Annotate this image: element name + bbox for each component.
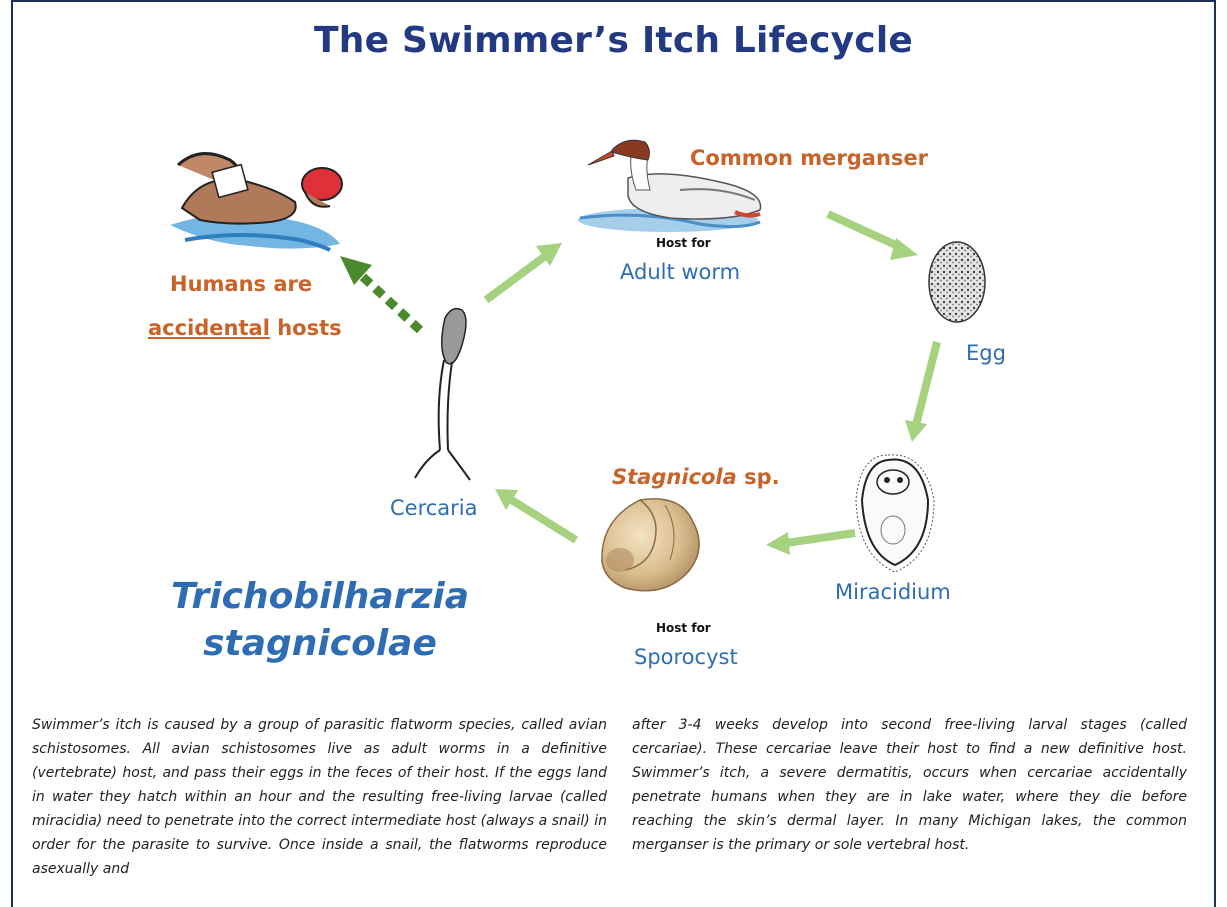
snail-name-label: Stagnicola sp. bbox=[612, 465, 780, 489]
egg-label: Egg bbox=[966, 341, 1006, 365]
cercaria-label: Cercaria bbox=[390, 496, 478, 520]
arrow-miracidium-to-snail bbox=[766, 532, 855, 555]
species-name: Trichobilharzia stagnicolae bbox=[140, 573, 500, 667]
snail-host-for-label: Host for bbox=[656, 621, 711, 635]
accidental-word: accidental bbox=[148, 316, 270, 340]
hosts-word: hosts bbox=[270, 316, 342, 340]
humans-label-line2: accidental hosts bbox=[148, 316, 342, 340]
miracidium-label: Miracidium bbox=[835, 580, 951, 604]
merganser-label: Common merganser bbox=[690, 146, 928, 170]
cercaria-icon bbox=[415, 309, 470, 480]
merganser-host-for-label: Host for bbox=[656, 236, 711, 250]
species-epithet: stagnicolae bbox=[140, 620, 500, 667]
arrow-merganser-to-egg bbox=[828, 214, 918, 260]
arrow-egg-to-miracidium bbox=[905, 342, 937, 442]
humans-label-line1: Humans are bbox=[170, 272, 312, 296]
arrow-snail-to-cercaria bbox=[495, 489, 576, 540]
body-text-right: after 3-4 weeks develop into second free… bbox=[632, 713, 1187, 857]
snail-sp: sp. bbox=[737, 465, 780, 489]
egg-icon bbox=[929, 242, 985, 322]
adult-worm-label: Adult worm bbox=[620, 260, 740, 284]
dashed-arrow-cercaria-to-humans bbox=[340, 256, 420, 330]
body-text-left: Swimmer’s itch is caused by a group of p… bbox=[32, 713, 607, 881]
sporocyst-label: Sporocyst bbox=[634, 645, 738, 669]
species-genus: Trichobilharzia bbox=[140, 573, 500, 620]
snail-icon bbox=[602, 499, 699, 591]
miracidium-icon bbox=[856, 455, 934, 572]
arrow-cercaria-to-merganser bbox=[486, 243, 562, 300]
snail-genus: Stagnicola bbox=[612, 465, 737, 489]
swimmer-icon bbox=[170, 154, 342, 250]
